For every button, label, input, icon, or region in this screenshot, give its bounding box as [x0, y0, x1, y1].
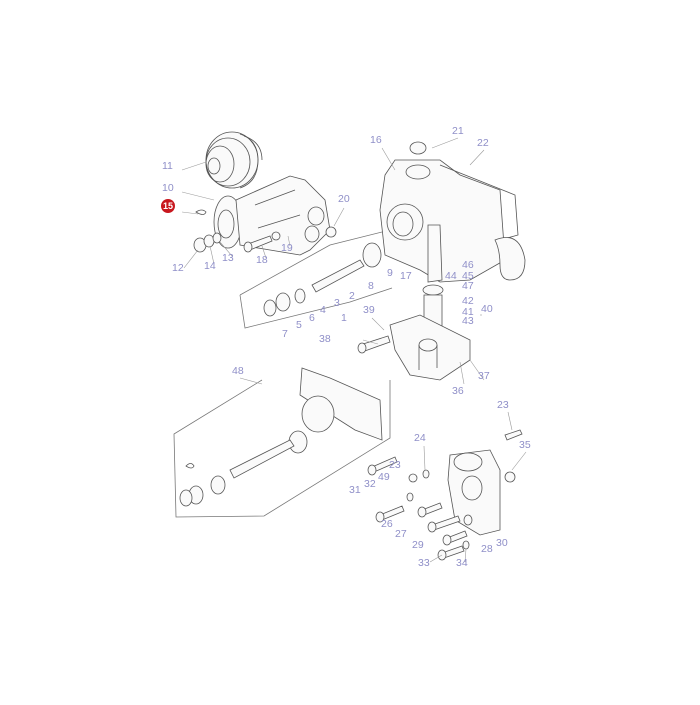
pulley-drawing [205, 131, 263, 189]
part-label-42[interactable]: 42 [462, 295, 474, 307]
part-label-35[interactable]: 35 [519, 439, 531, 451]
part-label-10[interactable]: 10 [162, 182, 174, 194]
part-label-23a[interactable]: 23 [497, 399, 509, 411]
part-label-38[interactable]: 38 [319, 333, 331, 345]
bolt-18-drawing [243, 231, 281, 253]
leader-lines [181, 137, 527, 563]
part-label-20[interactable]: 20 [338, 193, 350, 205]
part-label-27[interactable]: 27 [395, 528, 407, 540]
part-label-21[interactable]: 21 [452, 125, 464, 137]
part-label-48[interactable]: 48 [232, 365, 244, 377]
part-label-47[interactable]: 47 [462, 280, 474, 292]
part-label-7[interactable]: 7 [282, 328, 288, 340]
part-label-16[interactable]: 16 [370, 134, 382, 146]
part-label-23b[interactable]: 23 [389, 459, 401, 471]
part-label-2[interactable]: 2 [349, 290, 355, 302]
part-label-33[interactable]: 33 [418, 557, 430, 569]
kit-48-drawing [179, 367, 383, 507]
part-label-19[interactable]: 19 [281, 242, 293, 254]
part-label-5[interactable]: 5 [296, 319, 302, 331]
part-label-43[interactable]: 43 [462, 315, 474, 327]
part-label-22[interactable]: 22 [477, 137, 489, 149]
part-label-8[interactable]: 8 [368, 280, 374, 292]
part-label-14[interactable]: 14 [204, 260, 216, 272]
part-label-44[interactable]: 44 [445, 270, 457, 282]
part-label-46[interactable]: 46 [462, 259, 474, 271]
highlighted-part-marker[interactable]: 15 [161, 199, 175, 213]
part-label-30[interactable]: 30 [496, 537, 508, 549]
kit-frame-1 [239, 229, 393, 329]
housing-drawing [379, 141, 526, 283]
part-label-41[interactable]: 41 [462, 306, 474, 318]
bolts-drawing [367, 456, 473, 561]
shaft-drawing [263, 242, 382, 317]
part-label-13[interactable]: 13 [222, 252, 234, 264]
part-label-4[interactable]: 4 [320, 304, 326, 316]
seal-parts-drawing [193, 209, 222, 253]
part-label-17[interactable]: 17 [400, 270, 412, 282]
part-label-49[interactable]: 49 [378, 471, 390, 483]
part-label-32[interactable]: 32 [364, 478, 376, 490]
part-label-3[interactable]: 3 [334, 297, 340, 309]
part-label-18[interactable]: 18 [256, 254, 268, 266]
part-label-39[interactable]: 39 [363, 304, 375, 316]
part-label-1[interactable]: 1 [341, 312, 347, 324]
lower-housing-drawing [447, 429, 523, 536]
kit-frame-48 [173, 379, 391, 518]
part-label-37[interactable]: 37 [478, 370, 490, 382]
part-label-26[interactable]: 26 [381, 518, 393, 530]
part-label-11[interactable]: 11 [162, 160, 173, 172]
part-label-12[interactable]: 12 [172, 262, 184, 274]
part-label-24[interactable]: 24 [414, 432, 426, 444]
part-label-34[interactable]: 34 [456, 557, 468, 569]
part-label-31[interactable]: 31 [349, 484, 361, 496]
part-label-45[interactable]: 45 [462, 270, 474, 282]
part-label-28[interactable]: 28 [481, 543, 493, 555]
elbow-housing-drawing [357, 314, 471, 381]
part-label-36[interactable]: 36 [452, 385, 464, 397]
part-label-6[interactable]: 6 [309, 312, 315, 324]
part-label-40[interactable]: 40 [481, 303, 493, 315]
part-label-9[interactable]: 9 [387, 267, 393, 279]
part-label-29[interactable]: 29 [412, 539, 424, 551]
